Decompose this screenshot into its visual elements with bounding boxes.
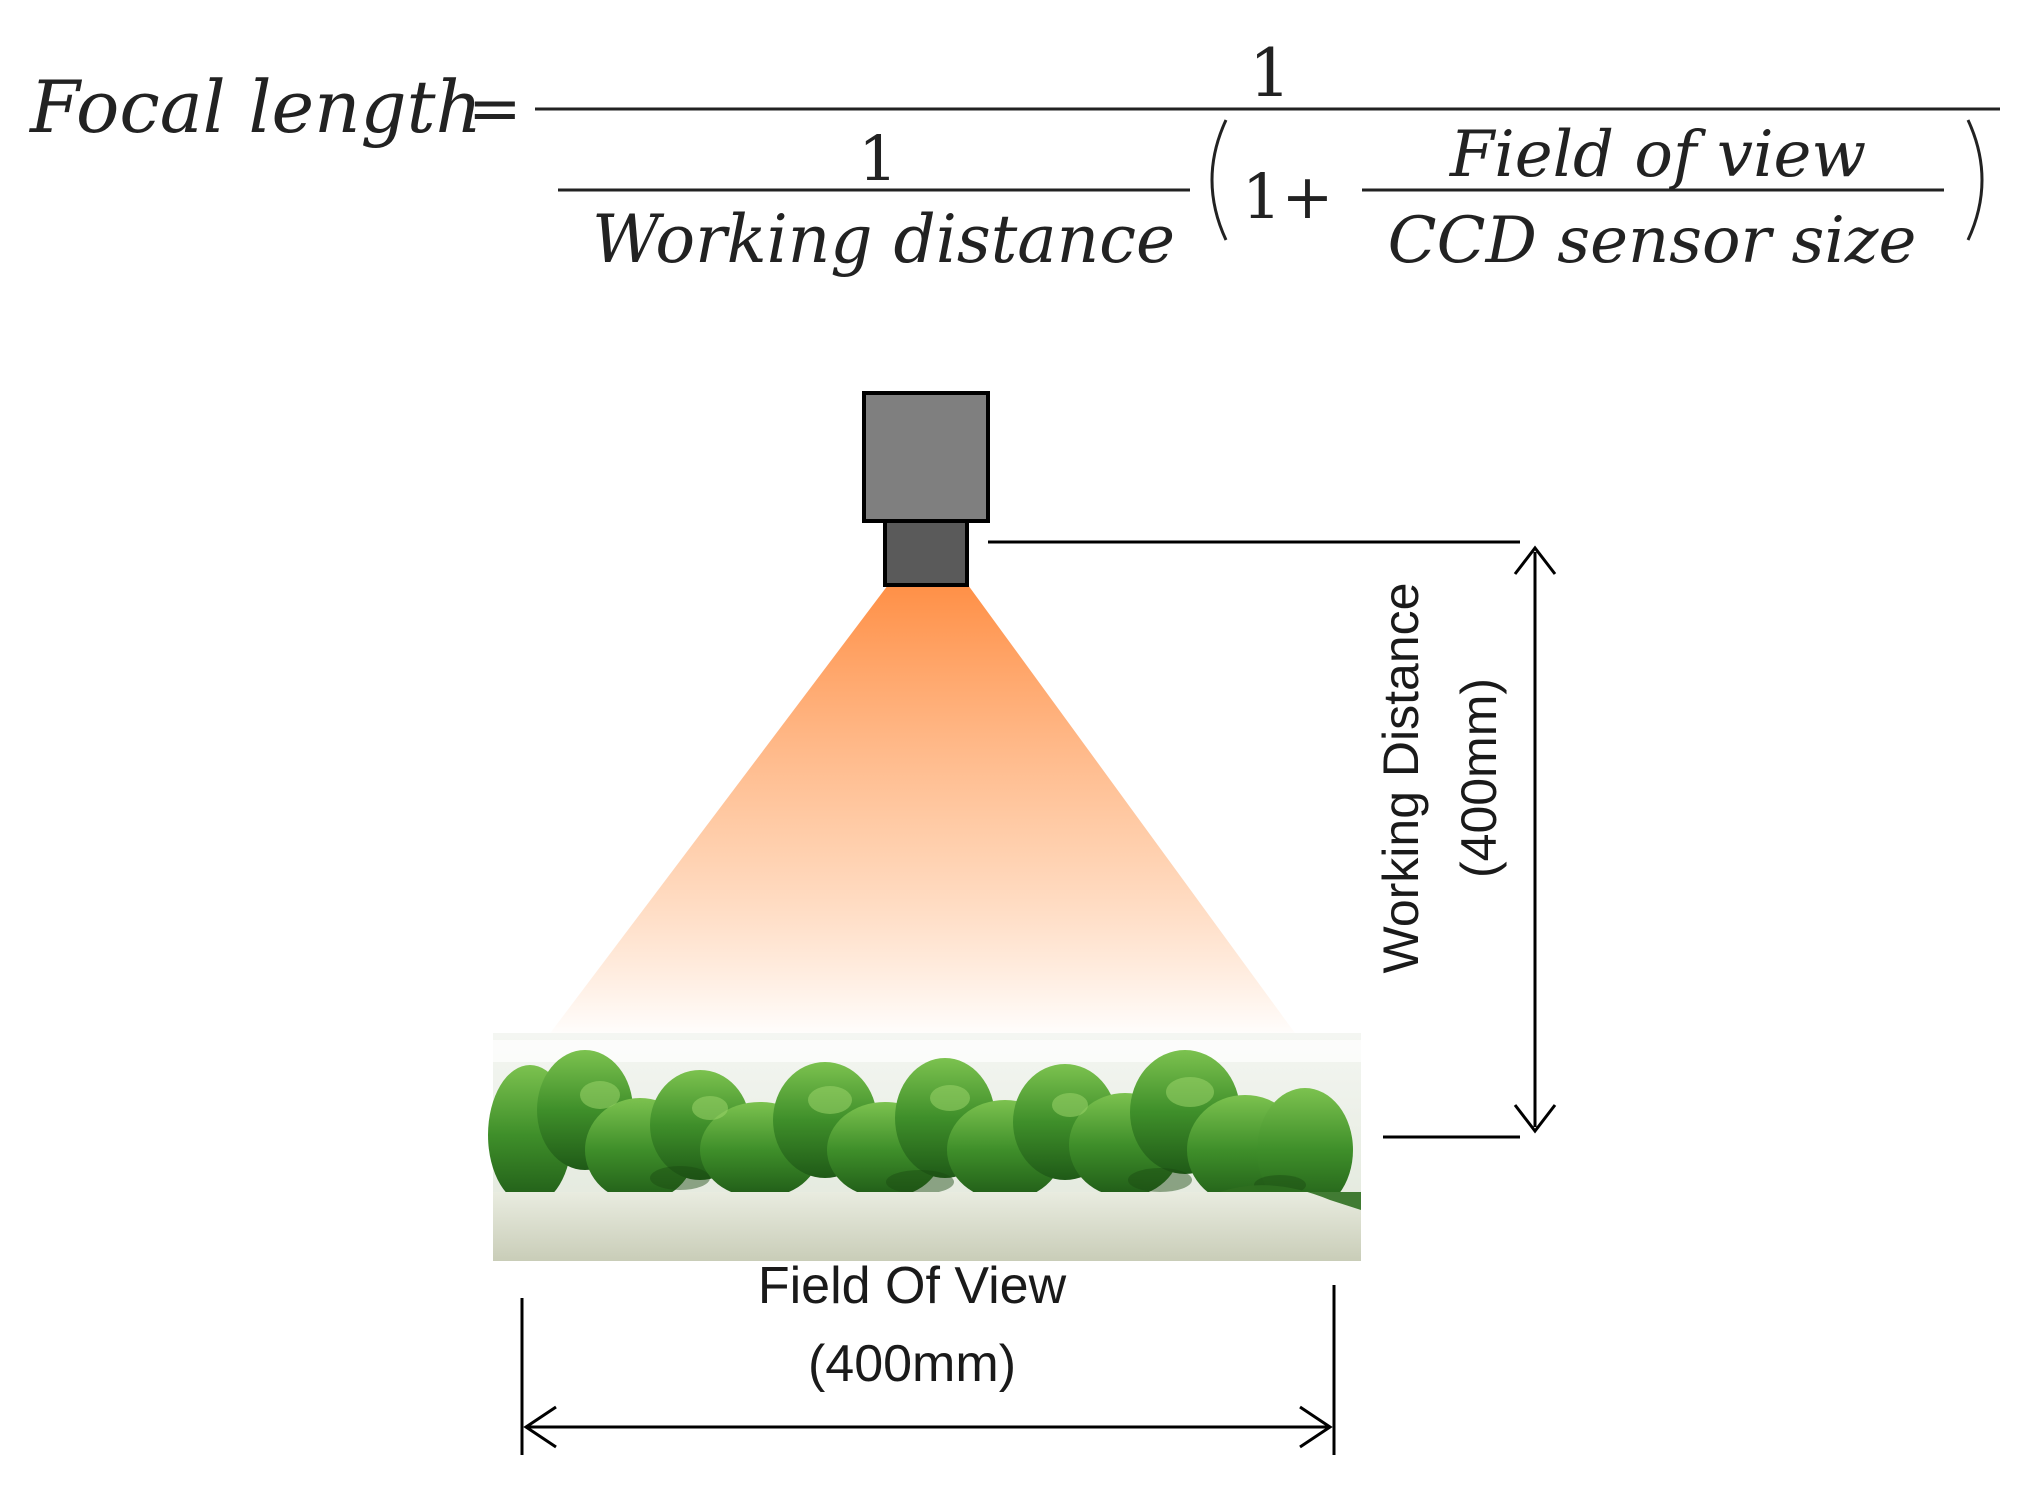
focal-length-formula: Focal length = 1 1 Working distance 1+ F… (28, 35, 2000, 278)
working-distance-value: (400mm) (1451, 678, 1507, 878)
field-of-view-value: (400mm) (808, 1335, 1016, 1393)
working-distance-dimension: Working Distance (400mm) (988, 540, 1557, 1139)
right-paren (1966, 119, 1984, 241)
field-of-view-dimension: Field Of View (400mm) (520, 1257, 1336, 1455)
working-distance-label: Working Distance (1373, 583, 1429, 974)
camera-body (862, 391, 990, 523)
leaves (488, 1050, 1353, 1212)
camera-icon (862, 391, 990, 587)
inner-denominator: Working distance (592, 201, 1175, 278)
formula-numerator: 1 (1249, 35, 1291, 112)
field-of-view-label: Field Of View (758, 1257, 1067, 1315)
one-plus: 1+ (1242, 160, 1333, 233)
leaf-highlights (580, 1077, 1214, 1120)
tray (493, 1192, 1361, 1261)
inner-numerator: 1 (858, 122, 897, 195)
fov-denominator: CCD sensor size (1388, 204, 1917, 278)
formula-lhs: Focal length (28, 65, 482, 149)
camera-lens (883, 519, 969, 587)
formula-equals: = (468, 72, 522, 146)
light-cone (545, 585, 1300, 1040)
fov-numerator: Field of view (1449, 118, 1866, 192)
left-paren (1210, 119, 1228, 241)
plant-tray-image (488, 1033, 1361, 1261)
